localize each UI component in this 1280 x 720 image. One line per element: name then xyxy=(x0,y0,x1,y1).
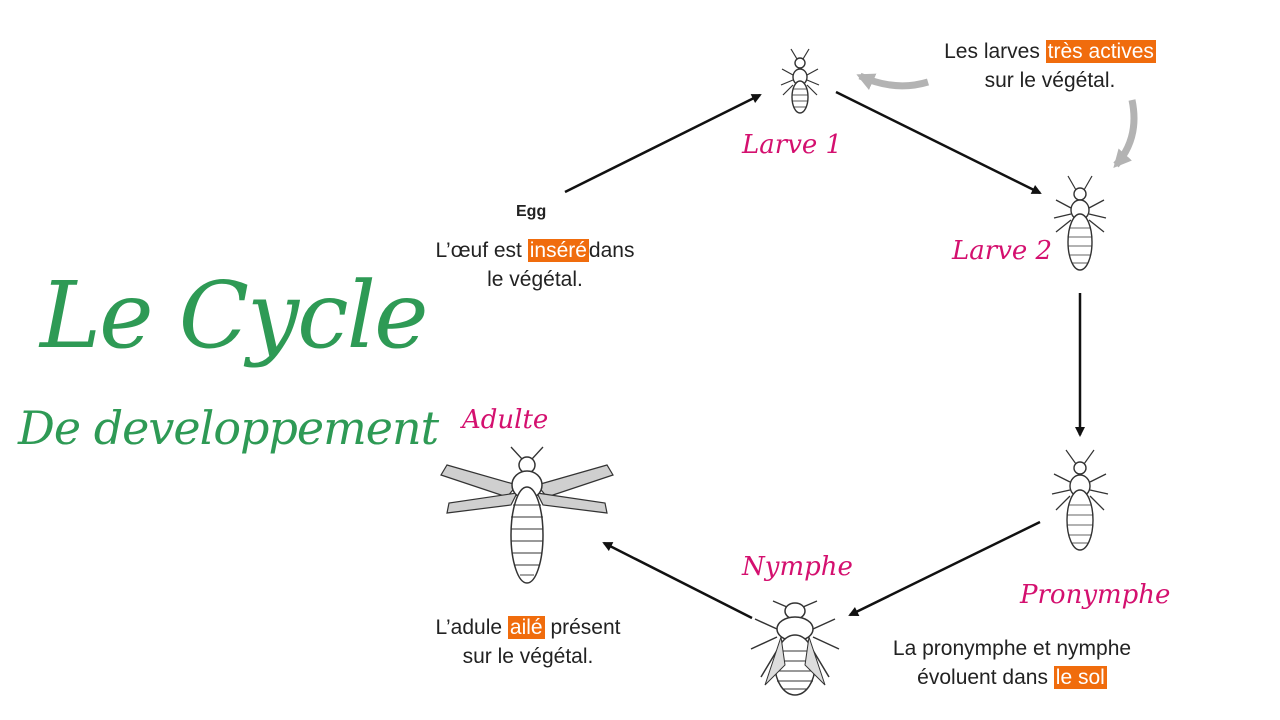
sol-text-line1: La pronymphe et nymphe xyxy=(892,637,1132,660)
highlight-tres-actives: très actives xyxy=(1045,40,1156,63)
stage-label-egg: Egg xyxy=(516,203,547,220)
larve1-icon xyxy=(780,48,820,114)
larves-text-pre: Les larves xyxy=(944,40,1046,63)
stage-label-pronymphe: Pronymphe xyxy=(1020,580,1171,610)
stage-label-larve2: Larve 2 xyxy=(952,236,1053,266)
highlight-aile: ailé xyxy=(507,616,545,639)
description-larves: Les larves très actives sur le végétal. xyxy=(900,37,1200,95)
oeuf-text-line2: le végétal. xyxy=(487,268,583,291)
larve2-icon xyxy=(1053,175,1107,271)
arrow-nymphe-to-adulte xyxy=(602,541,753,620)
nymphe-icon xyxy=(750,600,840,696)
diagram-title: Le Cycle xyxy=(40,262,429,369)
grey-arrow-to-larve1 xyxy=(856,72,930,91)
diagram-subtitle: De developpement xyxy=(18,401,439,455)
pronymphe-icon xyxy=(1051,449,1109,551)
arrow-egg-to-larve1 xyxy=(564,93,762,194)
stage-label-nymphe: Nymphe xyxy=(742,552,853,582)
highlight-insere: inséré xyxy=(527,239,589,262)
oeuf-text-post: dans xyxy=(588,239,635,262)
arrow-pronymphe-to-nymphe xyxy=(848,520,1041,617)
oeuf-text-pre: L’œuf est xyxy=(435,239,528,262)
description-oeuf: L’œuf est insérédans le végétal. xyxy=(390,236,680,294)
stage-label-adulte: Adulte xyxy=(462,405,549,435)
arrow-larve1-to-larve2 xyxy=(835,90,1042,195)
adulte-text-pre: L’adule xyxy=(435,616,508,639)
adulte-icon xyxy=(440,446,614,584)
sol-text-pre: évoluent dans xyxy=(917,666,1054,689)
larves-text-line2: sur le végétal. xyxy=(984,69,1116,92)
highlight-le-sol: le sol xyxy=(1053,666,1107,689)
description-adulte: L’adule ailé présent sur le végétal. xyxy=(398,613,658,671)
adulte-text-line2: sur le végétal. xyxy=(462,645,594,668)
grey-arrow-to-larve2 xyxy=(1113,99,1138,168)
adulte-text-post: présent xyxy=(544,616,621,639)
stage-label-larve1: Larve 1 xyxy=(742,130,843,160)
description-sol: La pronymphe et nymphe évoluent dans le … xyxy=(852,634,1172,692)
